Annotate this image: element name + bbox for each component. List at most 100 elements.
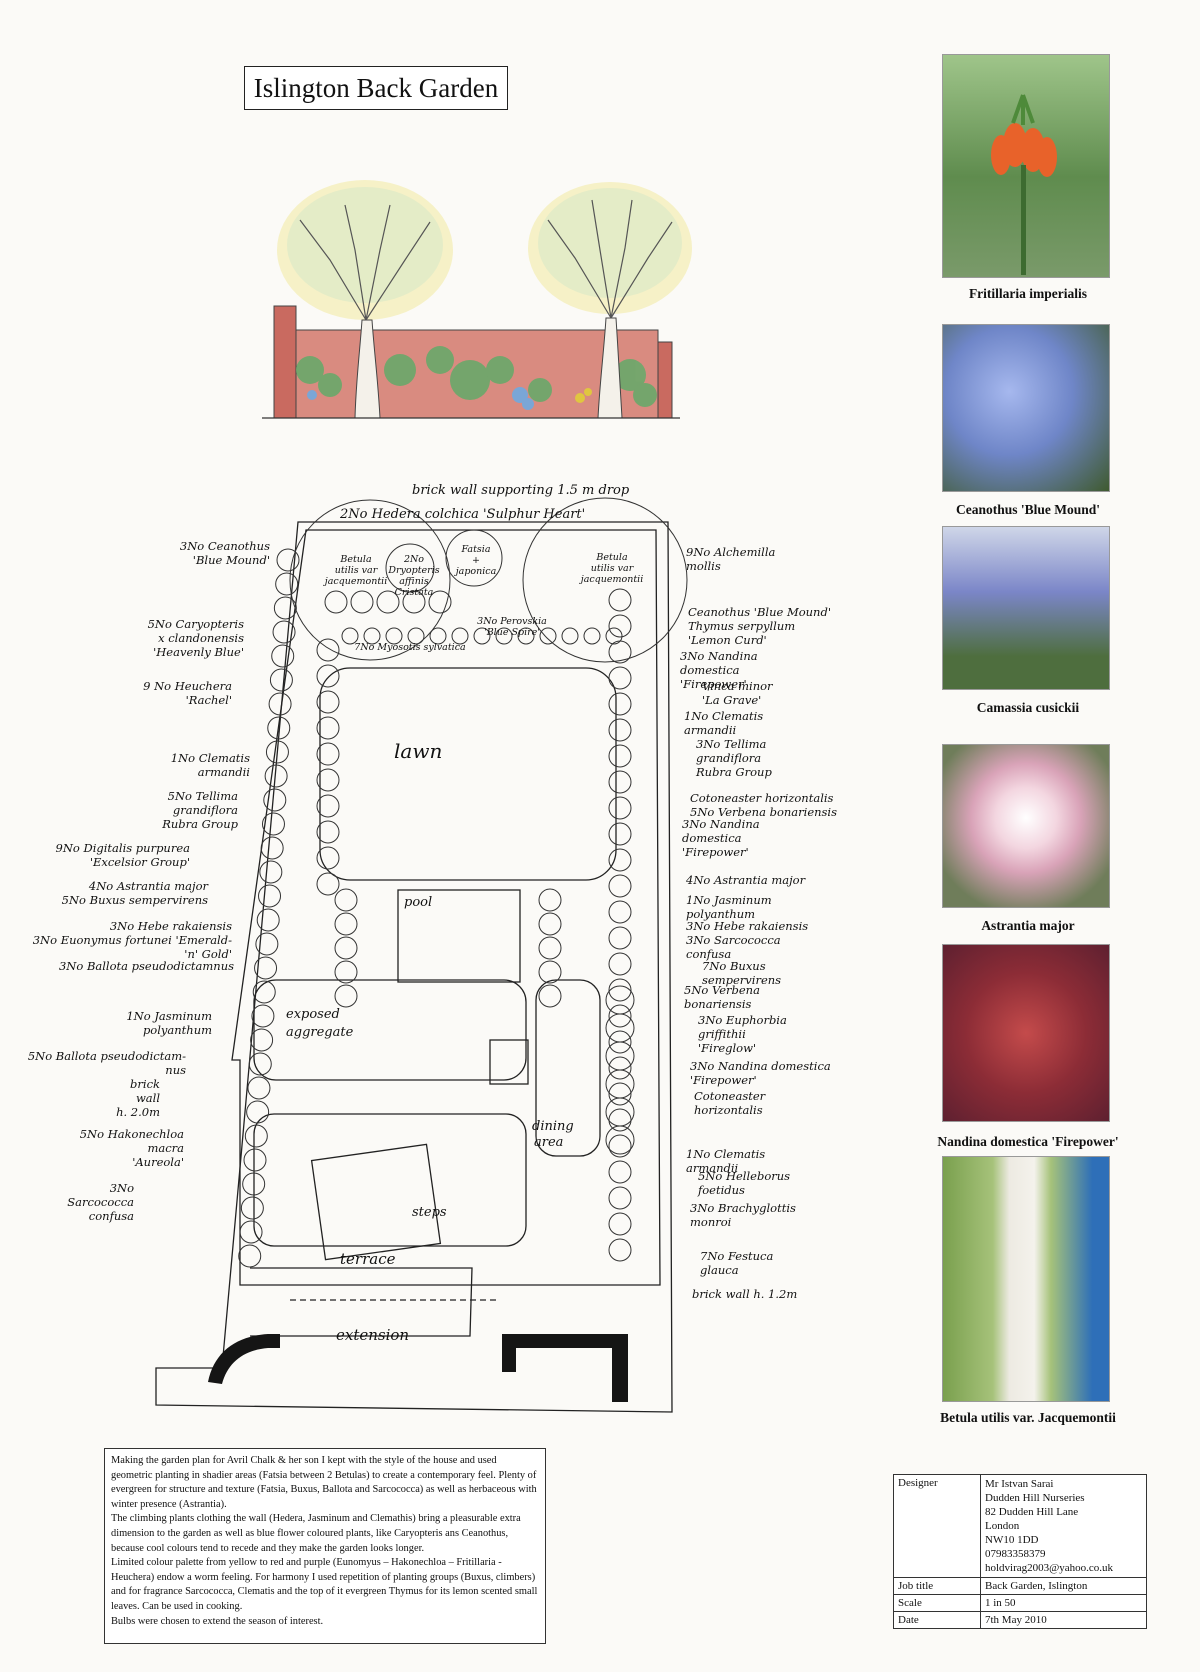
plant-circle: [260, 836, 284, 860]
plant-circle: [252, 980, 276, 1004]
left-plant-label: grandiflora: [173, 803, 238, 817]
hedera-label: 2No Hedera colchica 'Sulphur Heart': [339, 507, 585, 522]
page-title: Islington Back Garden: [244, 66, 508, 110]
plant-circle: [261, 812, 285, 836]
right-plant-label: Vinca minor: [702, 679, 774, 693]
plant-circle: [428, 590, 452, 614]
right-plant-label: 3No Nandina: [680, 649, 758, 663]
left-plant-label: nus: [165, 1063, 186, 1077]
plant-circle: [608, 588, 632, 612]
right-plant-label: 'Firepower': [690, 1073, 757, 1087]
plant-circle: [538, 912, 562, 936]
plant-circle: [608, 666, 632, 690]
planting-circles: [238, 497, 688, 1268]
plant-circle: [324, 590, 348, 614]
job-value: Back Garden, Islington: [980, 1577, 1147, 1595]
plant-circle: [264, 764, 288, 788]
plant-circle: [608, 1238, 632, 1262]
inner-plant-label: Dryopteris: [387, 565, 439, 576]
left-plant-label: 9No Digitalis purpurea: [56, 841, 191, 855]
dining-label-2: area: [534, 1135, 563, 1150]
nandina-photo: [942, 944, 1110, 1122]
left-plant-label: 5No Ballota pseudodictam-: [28, 1049, 186, 1063]
right-plant-label: 5No Verbena bonariensis: [690, 805, 837, 819]
plant-circle: [538, 888, 562, 912]
plant-circle: [251, 1004, 275, 1028]
steps-label: steps: [412, 1205, 447, 1220]
design-description: Making the garden plan for Avril Chalk &…: [104, 1448, 546, 1644]
designer-phone: 07983358379: [985, 1548, 1046, 1560]
inner-plant-label: +: [472, 555, 480, 566]
right-plant-label: 3No Hebe rakaiensis: [686, 919, 808, 933]
aggregate-label-2: aggregate: [286, 1025, 354, 1040]
right-plant-label: Rubra Group: [695, 765, 772, 779]
plant-circle: [608, 1108, 632, 1132]
plant-circle: [316, 872, 340, 896]
right-plant-label: confusa: [686, 947, 731, 961]
plant-circle: [271, 644, 295, 668]
right-plant-label: 5No Verbena: [684, 983, 760, 997]
extension-label: extension: [336, 1326, 409, 1344]
left-plant-label: x clandonensis: [158, 631, 244, 645]
plant-circle: [363, 627, 381, 645]
extension-walls: [208, 1334, 628, 1402]
title-block-table: Designer Mr Istvan Sarai Dudden Hill Nur…: [893, 1474, 1147, 1629]
dining-label-1: dining: [532, 1119, 574, 1134]
right-plant-label: 9No Alchemilla: [686, 545, 776, 559]
inner-plant-label: affinis: [399, 576, 429, 587]
plant-circle: [605, 1041, 635, 1071]
plant-circle: [276, 548, 300, 572]
left-plant-label: 3No: [110, 1181, 134, 1195]
aggregate-label-1: exposed: [286, 1007, 340, 1022]
plant-circle: [451, 627, 469, 645]
scale-label: Scale: [893, 1594, 981, 1612]
designer-postcode: NW10 1DD: [985, 1534, 1039, 1546]
pool-label: pool: [404, 895, 432, 910]
betula-photo: [942, 1156, 1110, 1402]
right-plant-label: grandiflora: [696, 751, 761, 765]
description-paragraph: The climbing plants clothing the wall (H…: [111, 1513, 521, 1554]
left-plant-label: 5No Tellima: [168, 789, 238, 803]
inner-plant-label: 'Blue Spire': [484, 627, 540, 638]
right-plant-label: sempervirens: [702, 973, 781, 987]
plant-circle: [608, 874, 632, 898]
inner-plant-label: Fatsia: [460, 544, 490, 555]
date-label: Date: [893, 1611, 981, 1629]
right-plant-label: armandii: [686, 1161, 739, 1175]
photo-caption: Astrantia major: [981, 918, 1075, 933]
right-plant-label: 'Firepower': [682, 845, 749, 859]
right-plant-label: 7No Festuca: [700, 1249, 773, 1263]
elevation-sketch: [262, 180, 692, 419]
right-plant-label: glauca: [700, 1263, 739, 1277]
left-plant-label: 'Blue Mound': [193, 553, 270, 567]
right-plant-label: 3No Tellima: [696, 737, 766, 751]
lawn-label: lawn: [394, 739, 442, 763]
left-plant-label: wall: [136, 1091, 160, 1105]
left-plant-label: 1No Clematis: [171, 751, 250, 765]
plant-circle: [608, 1160, 632, 1184]
description-paragraph: Limited colour palette from yellow to re…: [111, 1557, 538, 1612]
right-plant-label: 5No Helleborus: [698, 1169, 790, 1183]
inner-plant-label: 7No Myosotis sylvatica: [354, 642, 466, 653]
left-plant-label: 3No Ceanothus: [180, 539, 270, 553]
right-plant-label: griffithii: [698, 1027, 746, 1041]
job-label: Job title: [893, 1577, 981, 1595]
right-plant-label: 4No Astrantia major: [685, 873, 807, 887]
garden-plan-drawing: brick wall supporting 1.5 m drop 2No Hed…: [28, 180, 837, 1413]
right-plant-label: polyanthum: [686, 907, 755, 921]
designer-label: Designer: [893, 1474, 981, 1578]
right-plant-label: monroi: [690, 1215, 732, 1229]
top-wall-label: brick wall supporting 1.5 m drop: [412, 483, 630, 498]
right-plant-label: Cotoneaster: [694, 1089, 767, 1103]
plant-circle: [258, 884, 282, 908]
plant-circle: [605, 1013, 635, 1043]
plant-circle: [429, 627, 447, 645]
right-plant-label: 'La Grave': [702, 693, 761, 707]
photo-caption: Nandina domestica 'Firepower': [937, 1134, 1119, 1149]
left-plant-label: confusa: [89, 1209, 134, 1223]
left-plant-label: 'Heavenly Blue': [153, 645, 244, 659]
plant-circle: [244, 1124, 268, 1148]
scale-value: 1 in 50: [980, 1594, 1147, 1612]
left-plant-label: 5No Buxus sempervirens: [62, 893, 208, 907]
